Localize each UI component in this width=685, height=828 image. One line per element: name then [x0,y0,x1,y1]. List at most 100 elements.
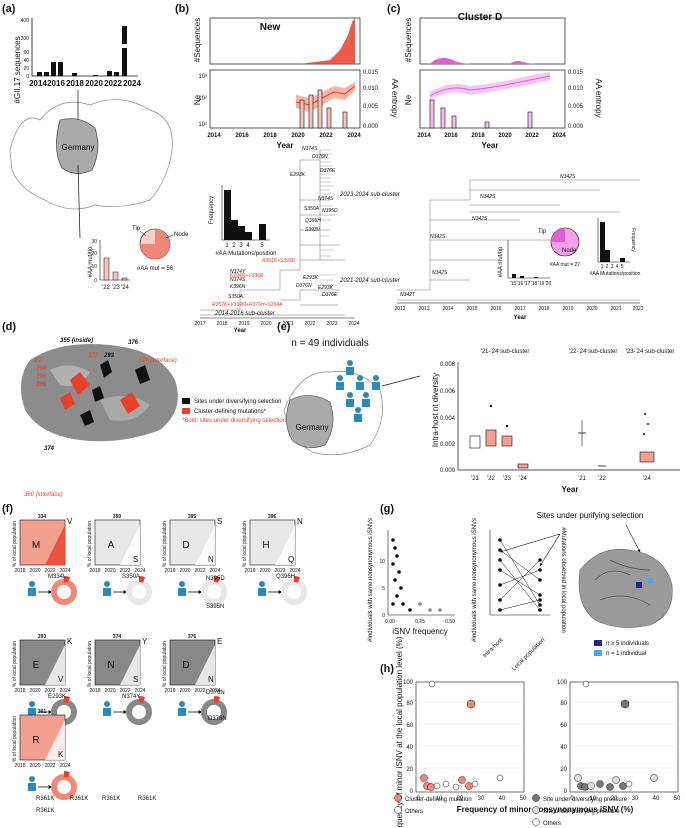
svg-text:10: 10 [436,796,443,802]
svg-text:30: 30 [632,796,639,802]
f-mutation-label: N374Y [122,694,140,700]
f-big-aa: N [107,660,114,671]
svg-text:2012: 2012 [394,306,405,312]
svg-text:60: 60 [406,723,413,729]
f-xtick: 2024 [59,688,70,694]
svg-text:Year: Year [277,141,294,150]
svg-text:2017: 2017 [514,306,525,312]
f-ylabel: % of local population [12,716,18,762]
svg-text:2017: 2017 [194,321,205,327]
panel-label-b: (b) [175,3,189,15]
svg-text:N342S: N342S [432,270,448,276]
panel-c: Cluster D #Sequences Ne 0.015 0.010 0.00… [394,12,643,321]
svg-text:Others: Others [543,821,561,827]
svg-text:2018: 2018 [471,133,485,139]
svg-text:Frequency of minor iSNV at the: Frequency of minor iSNV at the local pop… [395,636,404,828]
svg-text:'22: '22 [487,476,495,482]
svg-text:#AA mut/tip: #AA mut/tip [498,246,504,277]
svg-text:Tip: Tip [132,226,141,232]
f-ylabel: % of local population [12,521,18,567]
f-xtick: 2018 [14,763,25,769]
svg-text:2022: 2022 [525,133,539,139]
f-xtick: 2024 [134,568,145,574]
f-person-icon [104,581,110,587]
svg-text:0.25: 0.25 [415,619,425,625]
svg-text:A361K+S393D: A361K+S393D [261,258,296,264]
svg-text:1: 1 [601,264,604,270]
svg-text:n ≥ 5 individuals: n ≥ 5 individuals [606,641,649,647]
f-xtick: 2018 [14,568,25,574]
f-xtick: 2024 [134,688,145,694]
svg-text:S393V: S393V [305,227,321,233]
a-ylabel: #GII.17 sequences [13,36,22,103]
svg-text:0.015: 0.015 [363,70,379,76]
svg-text:2: 2 [232,243,236,249]
svg-text:60: 60 [23,50,29,56]
f-donut [51,579,77,605]
svg-text:40: 40 [653,796,660,802]
svg-text:10³: 10³ [198,74,207,80]
f-ylabel: % of local population [12,641,18,687]
svg-text:#Sequences: #Sequences [404,18,413,62]
svg-text:3: 3 [611,264,614,270]
panel-g: #Individuals with same nonsynonymous iSN… [368,511,673,672]
svg-text:'16: '16 [517,281,524,287]
svg-text:40: 40 [499,796,506,802]
f-site-label: 396 [268,514,277,520]
svg-text:2020: 2020 [498,133,512,139]
svg-text:1: 1 [225,243,229,249]
svg-text:Frequency of minor nonsynonymo: Frequency of minor nonsynonymous iSNV (%… [457,805,634,814]
panel-label-e: (e) [277,321,291,333]
svg-text:N374Y: N374Y [230,269,246,275]
f-xtick: 2020 [104,568,115,574]
svg-text:'24: '24 [643,476,651,482]
svg-text:20: 20 [611,796,618,802]
f-xtick: 2018 [164,568,175,574]
f-mutation-label: R361K [102,796,120,802]
svg-text:200: 200 [21,36,30,42]
svg-text:2024: 2024 [348,321,359,327]
svg-text:'22: '22 [102,285,110,291]
svg-text:#Individuals with same nonsyno: #Individuals with same nonsynonymous iSN… [472,518,478,642]
svg-text:297: 297 [33,358,45,364]
svg-text:'21-'24 sub-cluster: '21-'24 sub-cluster [481,349,530,355]
f-xtick: 2022 [119,568,130,574]
f-site-label: 376 [188,634,197,640]
svg-text:'23: '23 [503,476,511,482]
svg-text:'18: '18 [531,281,538,287]
svg-text:400: 400 [21,18,30,24]
f-xtick: 2020 [259,568,270,574]
svg-text:0.005: 0.005 [568,104,584,110]
svg-text:2018: 2018 [216,321,227,327]
svg-text:2014-2016 sub-cluster: 2014-2016 sub-cluster [214,311,276,317]
svg-text:0.006: 0.006 [440,389,456,395]
svg-text:Frequency: Frequency [630,228,636,252]
f-top-aa: N [297,517,303,526]
svg-text:Sites under purifying selectio: Sites under purifying selection [537,511,644,520]
svg-text:N342S: N342S [430,234,446,240]
svg-text:'15: '15 [510,281,517,287]
svg-text:Germany: Germany [296,423,329,432]
f-xtick: 2024 [59,568,70,574]
svg-text:Q396H: Q396H [305,218,321,224]
f-person-icon [104,701,110,707]
svg-text:N342S: N342S [472,216,488,222]
f-low-aa: S [133,675,138,684]
svg-text:0.00: 0.00 [385,619,395,625]
svg-text:Ne: Ne [404,94,413,105]
f-person-icon [29,701,35,707]
f-ylabel: % of local population [162,641,168,687]
svg-text:2014: 2014 [442,306,453,312]
f-xtick: 2020 [29,763,40,769]
svg-text:2023: 2023 [326,321,337,327]
f-low-aa: S [133,555,138,564]
svg-text:Site under diversifying pressu: Site under diversifying pressure [543,797,628,803]
svg-text:0.000: 0.000 [440,468,456,474]
svg-text:10: 10 [590,796,597,802]
svg-text:0.002: 0.002 [440,442,456,448]
f-xtick: 2022 [44,688,55,694]
